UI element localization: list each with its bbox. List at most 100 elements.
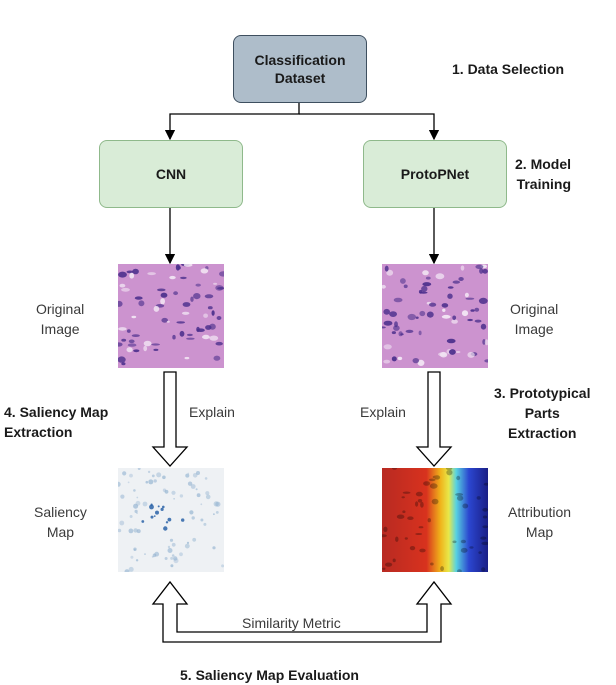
saliency-texture-mark <box>196 471 200 475</box>
saliency-map-label: Saliency Map <box>34 504 87 540</box>
tissue-texture-mark <box>173 291 178 296</box>
tissue-texture-mark <box>157 288 166 292</box>
heatmap-texture-mark <box>430 562 434 566</box>
tissue-texture-mark <box>383 320 393 326</box>
tissue-texture-mark <box>195 283 201 287</box>
explain-arrow-left <box>151 371 189 467</box>
tissue-texture-mark <box>118 300 123 307</box>
tissue-texture-mark <box>386 269 394 276</box>
saliency-texture-mark <box>135 500 141 506</box>
heatmap-texture-mark <box>460 539 466 544</box>
tissue-texture-mark <box>397 356 403 361</box>
tissue-texture-mark <box>200 268 209 274</box>
tissue-texture-mark <box>131 315 137 319</box>
heatmap-texture-mark <box>417 499 423 503</box>
heatmap-texture-mark <box>418 526 424 529</box>
tissue-texture-mark <box>426 311 434 318</box>
saliency-texture-mark <box>215 501 221 507</box>
saliency-texture-mark <box>192 473 198 478</box>
saliency-texture-mark <box>127 481 130 484</box>
heatmap-texture-mark <box>481 567 486 572</box>
tissue-texture-mark <box>182 302 191 307</box>
tissue-texture-mark <box>425 276 431 280</box>
tissue-texture-mark <box>118 342 123 347</box>
heatmap-texture-mark <box>482 515 488 519</box>
tissue-texture-mark <box>405 329 414 333</box>
saliency-texture-mark <box>150 515 154 519</box>
tissue-texture-mark <box>143 340 152 347</box>
tissue-texture-mark <box>383 359 391 364</box>
heatmap-texture-mark <box>415 533 423 535</box>
tissue-texture-mark <box>421 285 428 292</box>
saliency-texture-mark <box>164 489 169 494</box>
tissue-texture-mark <box>455 351 461 353</box>
saliency-texture-mark <box>130 555 134 559</box>
heatmap-texture-mark <box>383 526 388 532</box>
heatmap-texture-mark <box>407 516 414 520</box>
saliency-texture-mark <box>145 480 149 484</box>
tissue-texture-mark <box>482 339 486 345</box>
tissue-texture-mark <box>147 272 156 276</box>
heatmap-texture-mark <box>415 501 419 507</box>
tissue-texture-mark <box>382 284 386 289</box>
similarity-arrow <box>151 580 453 643</box>
tissue-texture-mark <box>143 345 148 352</box>
tissue-texture-mark <box>419 310 426 317</box>
tissue-texture-mark <box>184 356 190 360</box>
tissue-texture-mark <box>467 318 473 322</box>
tissue-texture-mark <box>127 343 137 347</box>
tissue-texture-mark <box>449 349 456 355</box>
tissue-texture-mark <box>160 292 168 298</box>
tissue-texture-mark <box>121 362 126 366</box>
tissue-texture-mark <box>464 292 469 298</box>
tissue-texture-mark <box>126 270 134 274</box>
tissue-texture-mark <box>393 297 403 303</box>
heatmap-texture-mark <box>429 483 438 489</box>
connector-dataset-split <box>164 101 300 141</box>
tissue-texture-mark <box>391 356 397 362</box>
heatmap-texture-mark <box>427 518 431 523</box>
tissue-texture-mark <box>383 344 392 350</box>
heatmap-texture-mark <box>395 536 399 542</box>
heatmap-texture-mark <box>396 514 405 519</box>
tissue-texture-mark <box>175 264 180 271</box>
tissue-texture-mark <box>118 271 127 278</box>
tissue-texture-mark <box>391 331 396 335</box>
cnn-label: CNN <box>155 166 187 182</box>
tissue-texture-mark <box>161 317 168 323</box>
saliency-texture-mark <box>149 504 154 510</box>
tissue-texture-mark <box>417 359 425 366</box>
tissue-texture-mark <box>131 334 140 337</box>
heatmap-texture-mark <box>402 491 411 494</box>
tissue-texture-mark <box>474 307 480 312</box>
tissue-texture-mark <box>407 313 416 321</box>
tissue-texture-mark <box>118 356 126 363</box>
heatmap-texture-mark <box>382 567 386 570</box>
saliency-texture-mark <box>162 475 166 480</box>
heatmap-texture-mark <box>482 507 488 512</box>
saliency-texture-mark <box>173 556 178 561</box>
saliency-texture-mark <box>148 479 154 485</box>
saliency-texture-mark <box>203 522 207 526</box>
heatmap-texture-mark <box>456 475 461 481</box>
tissue-texture-mark <box>213 355 221 361</box>
heatmap-texture-mark <box>401 496 405 499</box>
heatmap-texture-mark <box>457 569 462 572</box>
tissue-texture-mark <box>121 338 127 342</box>
heatmap-texture-mark <box>404 537 408 540</box>
heatmap-texture-mark <box>445 468 453 471</box>
similarity-metric-label: Similarity Metric <box>242 615 341 631</box>
tissue-texture-mark <box>418 289 423 294</box>
saliency-texture-mark <box>147 470 151 474</box>
tissue-texture-mark <box>451 319 458 324</box>
tissue-texture-mark <box>484 359 488 363</box>
saliency-texture-mark <box>153 479 157 483</box>
heatmap-texture-mark <box>432 475 439 479</box>
original-image-right <box>382 264 488 368</box>
saliency-texture-mark <box>200 503 203 506</box>
saliency-texture-mark <box>135 559 139 562</box>
saliency-texture-mark <box>137 468 141 470</box>
tissue-texture-mark <box>446 338 456 344</box>
saliency-texture-mark <box>187 481 193 486</box>
